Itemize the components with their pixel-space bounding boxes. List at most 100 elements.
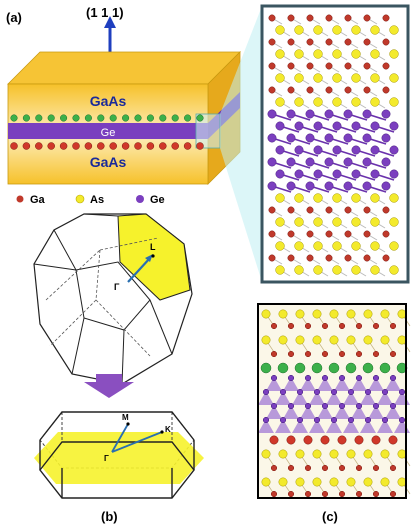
ge-atom: [389, 169, 399, 179]
ga-atom: [325, 62, 333, 70]
ge-atom: [389, 374, 397, 382]
bz3d-label-l: L: [150, 242, 156, 252]
ga-atom: [287, 230, 295, 238]
ge-atom: [286, 181, 296, 191]
ge-tetrahedron: [334, 377, 350, 391]
ga-atom: [304, 490, 312, 498]
ge-tetrahedron: [377, 419, 393, 433]
interface-atom-green: [171, 114, 179, 122]
brillouin-zone-3d: [33, 213, 193, 385]
as-atom: [313, 73, 323, 83]
as-atom: [332, 265, 342, 275]
crystal-frame: [260, 4, 410, 284]
ge-atom: [279, 388, 287, 396]
ge-atom: [398, 416, 406, 424]
as-atom: [380, 309, 390, 319]
ga-atom: [363, 254, 371, 262]
ge-atom: [305, 157, 315, 167]
interface-atom-green: [260, 362, 272, 374]
panel-label-b: (b): [101, 509, 118, 524]
as-atom: [278, 335, 288, 345]
gaas-bottom-label: GaAs: [90, 154, 127, 170]
panel-label-c: (c): [322, 509, 338, 524]
ga-atom: [306, 86, 314, 94]
ge-atom: [343, 109, 353, 119]
as-atom: [363, 477, 373, 487]
projected-structure-panel: [257, 303, 411, 499]
ga-atom: [270, 322, 278, 330]
ga-atom: [382, 62, 390, 70]
gamma-l-vector: [127, 257, 151, 283]
ga-atom: [287, 490, 295, 498]
ga-atom: [363, 14, 371, 22]
ge-atom: [267, 157, 277, 167]
as-atom: [329, 309, 339, 319]
as-atom: [278, 309, 288, 319]
ga-atom: [344, 86, 352, 94]
as-atom: [389, 217, 399, 227]
ge-atom: [294, 169, 304, 179]
ge-atom: [324, 157, 334, 167]
gamma-k-vector: [111, 431, 163, 453]
as-atom: [380, 449, 390, 459]
interface-atom-red: [159, 142, 167, 150]
ge-atom: [370, 121, 380, 131]
bz2d-label-gamma: Γ: [104, 454, 109, 463]
interface-atom-red: [134, 142, 142, 150]
as-atom: [294, 193, 304, 203]
ge-atom: [351, 145, 361, 155]
interface-atom-red: [22, 142, 31, 150]
ge-tetrahedron: [343, 391, 359, 405]
bz-2d-plane: [34, 432, 204, 484]
as-atom: [278, 449, 288, 459]
ge-atom: [362, 109, 372, 119]
panel-label-a: (a): [6, 10, 22, 25]
ge-tetrahedron: [334, 405, 350, 419]
as-atom: [389, 193, 399, 203]
as-atom: [275, 217, 285, 227]
ga-atom: [287, 350, 295, 358]
as-atom: [351, 265, 361, 275]
as-atom: [370, 97, 380, 107]
ga-atom: [287, 14, 295, 22]
ga-atom: [268, 254, 276, 262]
as-atom: [380, 335, 390, 345]
l-point: [151, 254, 155, 258]
ge-atom: [294, 145, 304, 155]
as-atom: [397, 477, 407, 487]
slab-top-face: [7, 51, 241, 85]
ge-atom: [355, 374, 363, 382]
ge-atom: [343, 157, 353, 167]
ge-atom: [270, 374, 278, 382]
as-atom: [275, 73, 285, 83]
interface-atom-red: [35, 142, 43, 150]
ga-atom: [355, 322, 363, 330]
ge-atom: [362, 157, 372, 167]
ge-tetrahedron: [266, 377, 282, 391]
ga-atom: [355, 464, 363, 472]
ga-atom: [372, 322, 380, 330]
as-atom: [329, 449, 339, 459]
ga-atom: [389, 464, 397, 472]
ge-atom: [381, 388, 389, 396]
ge-atom: [313, 145, 323, 155]
as-atom: [346, 449, 356, 459]
ge-atom: [262, 416, 270, 424]
ge-atom: [343, 133, 353, 143]
as-atom: [275, 193, 285, 203]
as-atom: [312, 449, 322, 459]
as-atom: [389, 97, 399, 107]
ga-atom: [304, 464, 312, 472]
ge-atom: [362, 133, 372, 143]
as-atom: [313, 25, 323, 35]
ge-atom: [321, 402, 329, 410]
ga-atom: [306, 206, 314, 214]
ga-atom: [382, 230, 390, 238]
ge-atom: [313, 169, 323, 179]
interface-atom-red: [10, 142, 18, 150]
as-atom: [351, 49, 361, 59]
ge-tetrahedron: [326, 391, 342, 405]
interface-atom-green: [84, 114, 92, 122]
as-atom: [312, 309, 322, 319]
ge-atom: [313, 121, 323, 131]
